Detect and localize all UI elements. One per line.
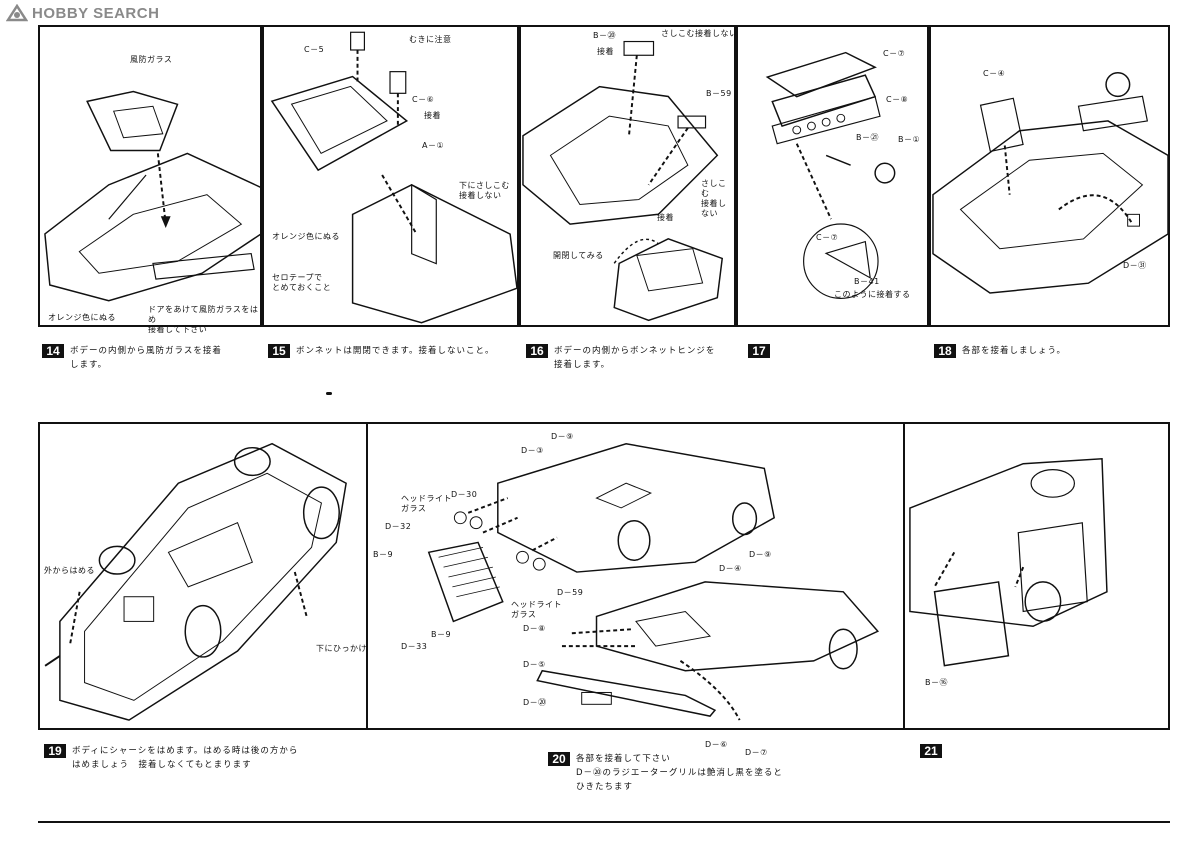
step-number: 18 bbox=[934, 344, 956, 358]
illustration-underbody-panel bbox=[909, 457, 1108, 667]
label-b41: B－41 bbox=[854, 277, 880, 286]
step-14: 14 ボデーの内側から風防ガラスを接着 します。 bbox=[42, 344, 222, 372]
label-d32: D－32 bbox=[385, 522, 412, 531]
label-d31: D－㉛ bbox=[1123, 261, 1147, 270]
step-caption: 各部を接着して下さい D－⑳のラジエーターグリルは艶消し黒を塗ると ひきたちます bbox=[576, 754, 783, 792]
label-c5-note: むきに注意 bbox=[409, 35, 452, 44]
panel-14: 風防ガラス ドアをあけて風防ガラスをはめ 接着して下さい オレンジ色にぬる bbox=[38, 25, 262, 334]
step-18: 18 各部を接着しましょう。 bbox=[934, 344, 1066, 358]
step-caption: 各部を接着しましょう。 bbox=[962, 346, 1066, 356]
step-caption: ボディにシャーシをはめます。はめる時は後の方から はめましょう 接着しなくてもと… bbox=[72, 746, 299, 770]
label-d3: D－③ bbox=[521, 446, 544, 455]
label-door-note: ドアをあけて風防ガラスをはめ 接着して下さい bbox=[148, 305, 259, 334]
label-d9-right: D－⑨ bbox=[749, 550, 772, 559]
label-d8: D－⑧ bbox=[523, 624, 546, 633]
label-c7: C－⑦ bbox=[883, 49, 906, 58]
illustration-hood-hinge bbox=[522, 40, 724, 322]
watermark: HOBBY SEARCH bbox=[6, 4, 159, 22]
step-15: 15 ボンネットは開閉できます。接着しないこと。 bbox=[268, 344, 494, 358]
step-caption: ボデーの内側から風防ガラスを接着 します。 bbox=[70, 346, 222, 370]
illustration-body-interior bbox=[932, 72, 1168, 294]
label-c4: C－④ bbox=[983, 69, 1006, 78]
illustration-hood-interior bbox=[270, 31, 517, 324]
step-caption: ボデーの内側からボンネットヒンジを 接着します。 bbox=[554, 346, 716, 370]
label-d4: D－④ bbox=[719, 564, 742, 573]
label-d6: D－⑥ bbox=[705, 740, 728, 749]
step-16: 16 ボデーの内側からボンネットヒンジを 接着します。 bbox=[526, 344, 715, 372]
label-open-note: 開閉してみる bbox=[553, 251, 604, 260]
illustration-front-rear-parts bbox=[427, 442, 880, 721]
panel-18: C－④ D－㉛ bbox=[929, 25, 1170, 327]
label-c6: C－⑥ bbox=[412, 95, 435, 104]
label-b20: B－⑳ bbox=[593, 31, 616, 40]
label-c8: C－⑧ bbox=[886, 95, 909, 104]
step-number: 16 bbox=[526, 344, 548, 358]
label-orange-paint: オレンジ色にぬる bbox=[48, 313, 116, 322]
label-d5: D－⑤ bbox=[523, 660, 546, 669]
label-d20: D－⑳ bbox=[523, 698, 547, 707]
step-17: 17 bbox=[748, 344, 776, 358]
label-outside: 外からはめる bbox=[44, 566, 95, 575]
label-insert-top: さしこむ接着しない bbox=[661, 29, 738, 38]
label-b16: B－⑯ bbox=[925, 678, 948, 687]
stray-mark bbox=[326, 392, 332, 395]
label-d33: D－33 bbox=[401, 642, 428, 651]
step-number: 20 bbox=[548, 752, 570, 766]
panel-15: C－5 むきに注意 C－⑥ 接着 A－① 下にさしこむ 接着しない オレンジ色に… bbox=[262, 25, 519, 327]
label-c5: C－5 bbox=[304, 45, 325, 54]
label-b9-a: B－9 bbox=[373, 550, 394, 559]
label-glue-top: 接着 bbox=[597, 47, 614, 56]
panel-21: B－⑯ bbox=[903, 422, 1170, 730]
label-glue-bottom: 接着 bbox=[657, 213, 674, 222]
step-19: 19 ボディにシャーシをはめます。はめる時は後の方から はめましょう 接着しなく… bbox=[44, 744, 298, 772]
label-glue-note: このように接着する bbox=[834, 290, 911, 299]
panel-19: 外からはめる 下にひっかける bbox=[38, 422, 375, 730]
illustration-body-windshield bbox=[44, 90, 260, 302]
label-b59: B－59 bbox=[706, 89, 732, 98]
label-a1: A－① bbox=[422, 141, 445, 150]
step-number: 21 bbox=[920, 744, 942, 758]
label-c7b: C－⑦ bbox=[816, 233, 839, 242]
label-orange-paint: オレンジ色にぬる bbox=[272, 232, 340, 241]
label-b9-b: B－9 bbox=[431, 630, 452, 639]
hobby-search-logo-icon bbox=[6, 4, 28, 22]
illustration-chassis-fit bbox=[44, 442, 347, 721]
label-insert-right: さしこむ 接着しない bbox=[701, 179, 727, 218]
step-number: 17 bbox=[748, 344, 770, 358]
bottom-rule bbox=[38, 821, 1170, 823]
label-headlight-glass-a: ヘッドライト ガラス bbox=[401, 494, 452, 513]
label-tape-note: セロテープで とめておくこと bbox=[272, 273, 332, 292]
label-glue: 接着 bbox=[424, 111, 441, 120]
label-d7: D－⑦ bbox=[745, 748, 768, 757]
watermark-text: HOBBY SEARCH bbox=[32, 4, 160, 22]
label-d9-top: D－⑨ bbox=[551, 432, 574, 441]
label-glass: 風防ガラス bbox=[130, 55, 173, 64]
label-d59: D－59 bbox=[557, 588, 584, 597]
step-caption: ボンネットは開閉できます。接着しないこと。 bbox=[296, 346, 495, 356]
step-number: 15 bbox=[268, 344, 290, 358]
label-hook: 下にひっかける bbox=[316, 644, 376, 653]
label-insert-note: 下にさしこむ 接着しない bbox=[459, 181, 510, 200]
panel-17: C－⑦ C－⑧ B－㉑ B－① C－⑦ B－41 このように接着する bbox=[736, 25, 929, 327]
step-20: 20 各部を接着して下さい D－⑳のラジエーターグリルは艶消し黒を塗ると ひきた… bbox=[548, 752, 783, 794]
panel-16: B－⑳ 接着 さしこむ接着しない B－59 さしこむ 接着しない 接着 開閉して… bbox=[519, 25, 738, 327]
label-b21: B－㉑ bbox=[856, 133, 879, 142]
step-21: 21 bbox=[920, 744, 948, 758]
step-number: 19 bbox=[44, 744, 66, 758]
panel-20: D－⑨ D－③ D－30 ヘッドライト ガラス D－32 B－9 D－59 ヘッ… bbox=[366, 422, 905, 757]
label-b1: B－① bbox=[898, 135, 921, 144]
label-d30: D－30 bbox=[451, 490, 478, 499]
illustration-dashboard bbox=[765, 51, 896, 299]
label-headlight-glass-b: ヘッドライト ガラス bbox=[511, 600, 562, 619]
step-number: 14 bbox=[42, 344, 64, 358]
